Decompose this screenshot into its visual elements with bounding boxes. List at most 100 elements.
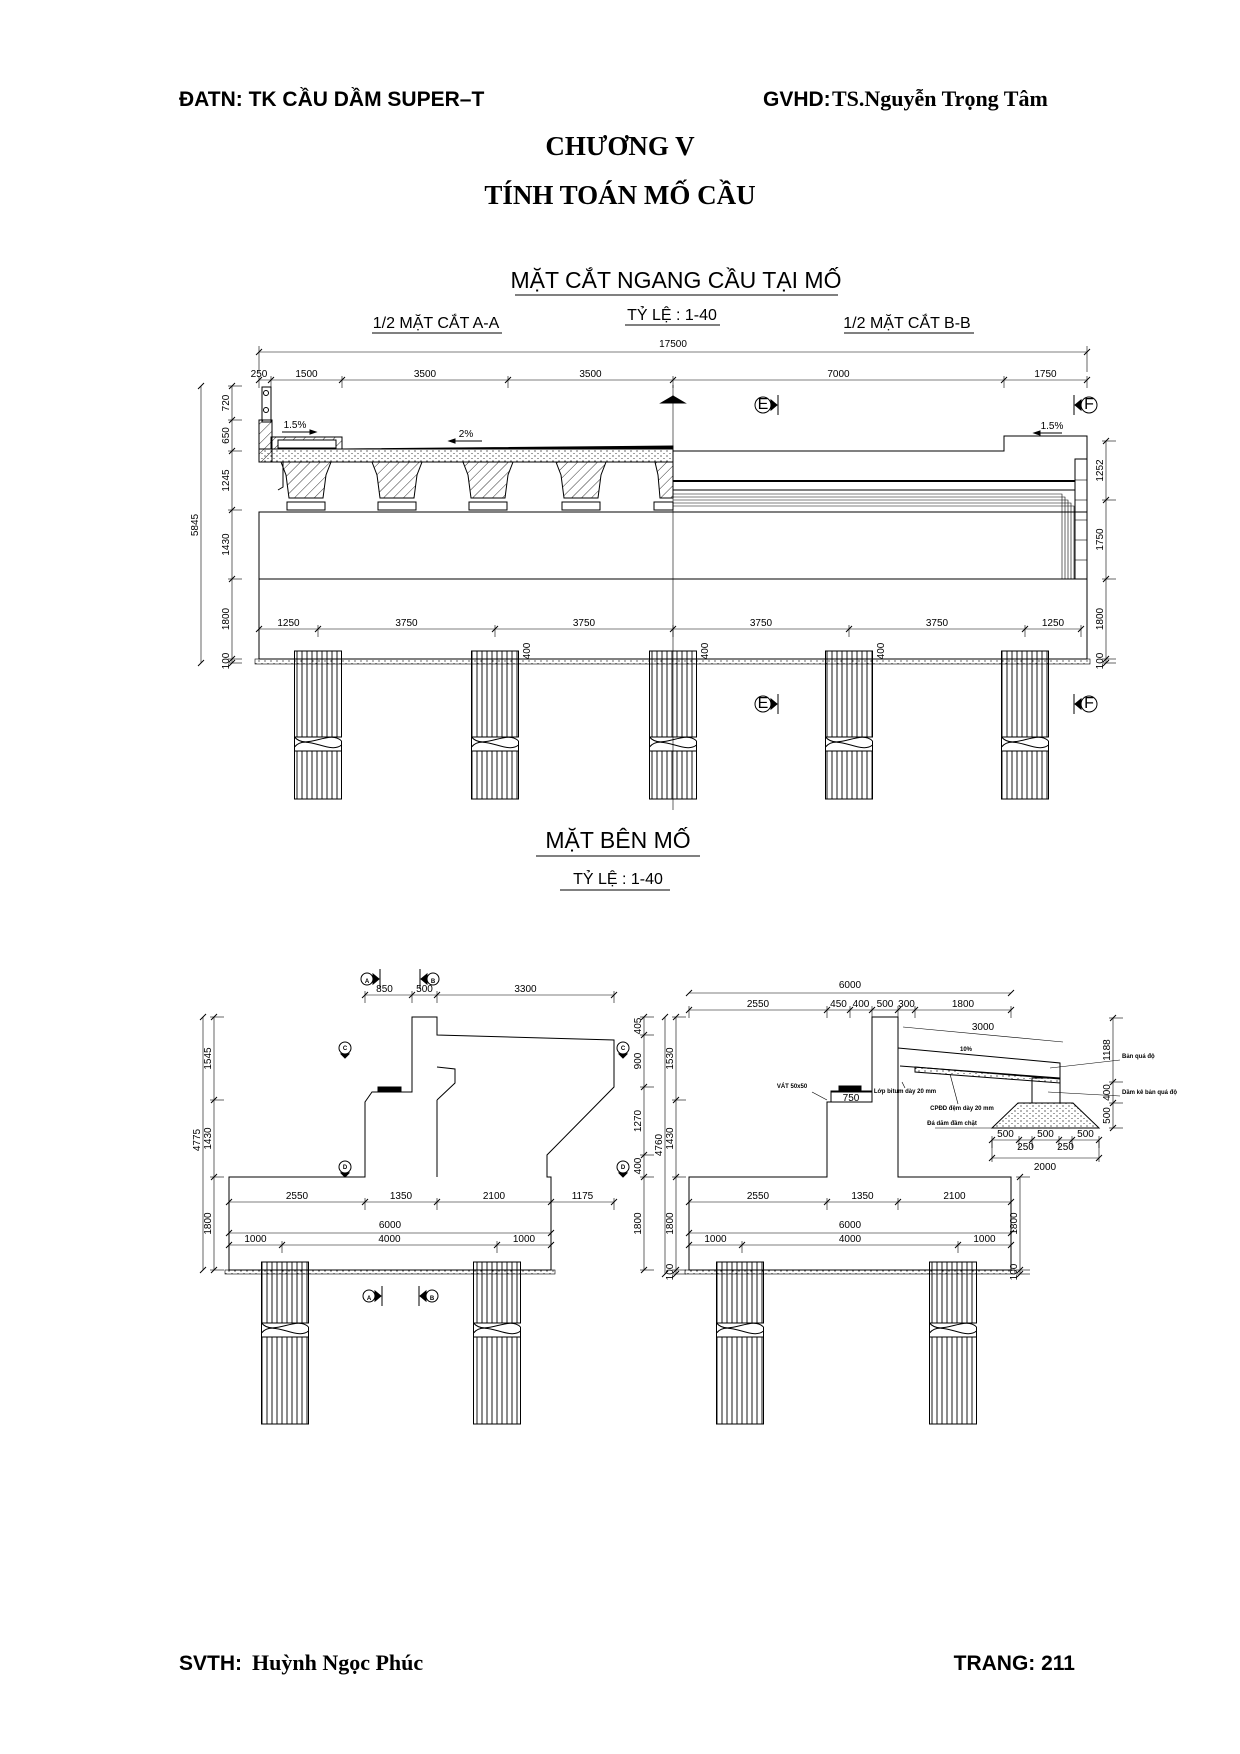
cross-section-scale: TỶ LỆ : 1-40	[627, 305, 717, 324]
pile-lower	[473, 1336, 521, 1425]
dimension-label: 1188	[1102, 1039, 1113, 1061]
pile-lower	[929, 1336, 977, 1425]
dimension-label: 3750	[926, 618, 949, 629]
header-advisor-label: GVHD:	[763, 88, 831, 111]
pile-break	[471, 736, 519, 743]
pile-break	[1001, 736, 1049, 743]
dimension-label: 400	[700, 642, 711, 659]
section-arrow-icon	[419, 1289, 427, 1303]
dimension-label: 1350	[390, 1191, 413, 1202]
section-arrow-icon	[1074, 398, 1082, 412]
pile-upper	[825, 650, 873, 738]
sidewalk-void	[277, 439, 337, 449]
chapter-title: TÍNH TOÁN MỐ CẦU	[484, 179, 755, 210]
section-mark-label: F	[1084, 695, 1094, 712]
dimension-label: 1245	[221, 469, 232, 492]
dimension-label: 1.5%	[284, 420, 307, 431]
pile-break	[929, 1322, 977, 1329]
dimension-label: 4000	[378, 1234, 401, 1245]
dimension-label: 500	[416, 984, 433, 995]
ground-line	[684, 1269, 1016, 1275]
cap-step-line	[673, 505, 1075, 579]
pile-upper	[1001, 650, 1049, 738]
corbel	[436, 1066, 456, 1101]
gravel-bed	[990, 1102, 1101, 1129]
dimension-label: 1250	[277, 618, 300, 629]
section-mark-label: B	[431, 979, 436, 985]
elevation-marker-icon	[617, 1172, 629, 1178]
dimension-label: 4760	[654, 1133, 665, 1156]
header-advisor-name: TS.Nguyễn Trọng Tâm	[832, 86, 1048, 111]
dimension-label: 250	[1017, 1142, 1034, 1153]
section-cut-arrow-icon	[672, 395, 687, 404]
abutment-outline	[688, 1016, 1012, 1271]
dimension-label: 1800	[952, 999, 975, 1010]
dimension-label: Lớp bitum dày 20 mm	[874, 1089, 936, 1095]
dimension-label: 6000	[379, 1220, 402, 1231]
pile-break	[473, 1327, 521, 1335]
dimension-label: 400	[876, 642, 887, 659]
pile-upper	[294, 650, 342, 738]
dimension-label: 3750	[395, 618, 418, 629]
dimension-label: 2000	[1034, 1162, 1057, 1173]
section-b-label: 1/2 MẶT CẮT B-B	[843, 313, 970, 332]
dimension-label: 3750	[750, 618, 773, 629]
dimension-label: Bản quá độ	[1122, 1054, 1155, 1060]
dimension-label: 6000	[839, 1220, 862, 1231]
dimension-label: VÁT 50x50	[777, 1083, 808, 1090]
pile-lower	[471, 750, 519, 800]
dimension-label: 250	[251, 369, 268, 380]
super-t-girder	[280, 461, 332, 499]
dimension-label: Đá dăm đầm chặt	[927, 1121, 977, 1127]
section-arrow-icon	[1074, 697, 1082, 711]
slope-arrow-icon	[309, 429, 318, 435]
dimension-tick	[197, 659, 205, 667]
bearing-pad	[468, 501, 508, 511]
dimension-tick	[661, 1013, 669, 1021]
dimension-label: 850	[376, 984, 393, 995]
dimension-tick	[547, 1229, 555, 1237]
bearing-pad	[377, 1086, 402, 1093]
dimension-label: 3500	[414, 369, 437, 380]
dimension-label: 1000	[513, 1234, 536, 1245]
dimension-label: 100	[1095, 652, 1106, 669]
section-mark-label: F	[1084, 396, 1094, 413]
dimension-label: 1500	[295, 369, 318, 380]
bearing-pad	[561, 501, 601, 511]
pile-break	[649, 736, 697, 743]
dimension-label: 3500	[579, 369, 602, 380]
elevation-marker-icon	[339, 1053, 351, 1059]
bearing-pad	[838, 1085, 862, 1092]
cap-step-line	[673, 502, 1072, 579]
chapter-number: CHƯƠNG V	[545, 131, 695, 161]
section-mark-label: A	[367, 1296, 372, 1302]
cap-step-line	[673, 493, 1063, 579]
dimension-label: 1.5%	[1041, 421, 1064, 432]
side-view-title: MẶT BÊN MỐ	[545, 826, 690, 853]
footer-student-name: Huỳnh Ngọc Phúc	[252, 1650, 423, 1675]
dimension-label: 10%	[960, 1047, 973, 1053]
elevation-marker-icon	[339, 1172, 351, 1178]
dimension-label: 900	[633, 1052, 644, 1069]
dimension-label: 1000	[704, 1234, 727, 1245]
dimension-label: 450	[830, 999, 847, 1010]
dimension-tick	[685, 989, 693, 997]
elevation-mark-label: D	[343, 1165, 348, 1171]
dimension-label: 400	[853, 999, 870, 1010]
dimension-label: 1800	[665, 1212, 676, 1235]
dimension-label: 500	[877, 999, 894, 1010]
elevation-mark-label: C	[621, 1046, 626, 1052]
dimension-label: 1430	[665, 1127, 676, 1150]
dimension-tick	[199, 1266, 207, 1274]
dimension-label: 1530	[665, 1047, 676, 1070]
dimension-label: 650	[221, 427, 232, 444]
dimension-label: 500	[1102, 1107, 1113, 1124]
section-mark-label: B	[430, 1296, 435, 1302]
dimension-label: 1250	[1042, 618, 1065, 629]
dimension-tick	[225, 1229, 233, 1237]
dimension-label: 1545	[203, 1047, 214, 1070]
parapet-edge	[271, 461, 284, 491]
dimension-label: 400	[522, 642, 533, 659]
